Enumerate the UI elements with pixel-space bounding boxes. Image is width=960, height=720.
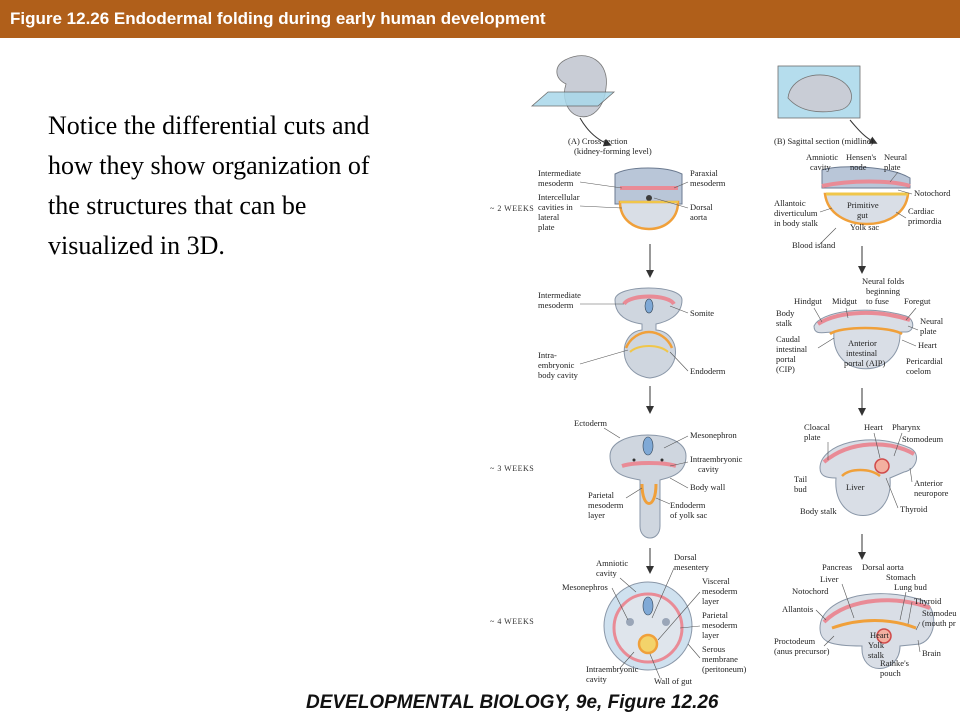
svg-text:Hindgut: Hindgut [794, 296, 823, 306]
cross-section-2-weeks [614, 167, 683, 231]
svg-text:Stomodeum: Stomodeum [902, 434, 943, 444]
svg-text:Dorsal aorta: Dorsal aorta [862, 562, 904, 572]
svg-text:Thyroid: Thyroid [914, 596, 942, 606]
svg-text:Allantois: Allantois [782, 604, 813, 614]
svg-text:Mesonephron: Mesonephron [690, 430, 737, 440]
cross-section-2-weeks-b [614, 287, 683, 379]
svg-text:Notochord: Notochord [914, 188, 951, 198]
svg-text:Blood island: Blood island [792, 240, 836, 250]
svg-text:Body wall: Body wall [690, 482, 726, 492]
cross-section-4-weeks [603, 581, 693, 671]
svg-text:Somite: Somite [690, 308, 714, 318]
panel-b-heading: (B) Sagittal section (midline) [774, 136, 874, 146]
svg-text:Foregut: Foregut [904, 296, 931, 306]
svg-text:Notochord: Notochord [792, 586, 829, 596]
svg-text:Endoderm: Endoderm [690, 366, 726, 376]
svg-text:Ectoderm: Ectoderm [574, 418, 607, 428]
svg-text:Midgut: Midgut [832, 296, 858, 306]
sagittal-section-3d-embryo [777, 65, 878, 144]
svg-text:Mesonephros: Mesonephros [562, 582, 608, 592]
svg-text:Heart: Heart [864, 422, 884, 432]
cross-section-3-weeks [609, 434, 687, 539]
svg-text:Stomodeu(mouth pr: Stomodeu(mouth pr [922, 608, 957, 628]
svg-text:Brain: Brain [922, 648, 942, 658]
svg-text:Stomach: Stomach [886, 572, 916, 582]
svg-text:Wall of gut: Wall of gut [654, 676, 693, 686]
svg-text:Pancreas: Pancreas [822, 562, 852, 572]
svg-text:Pharynx: Pharynx [892, 422, 921, 432]
svg-text:Heart: Heart [870, 630, 890, 640]
notes-text: Notice the differential cuts and how the… [48, 106, 468, 266]
labels-b4: Pancreas Dorsal aorta Liver Stomach Noto… [774, 562, 957, 678]
title-bar: Figure 12.26 Endodermal folding during e… [0, 0, 960, 38]
notes-line: visualized in 3D. [48, 231, 225, 260]
endoderm-folding-figure: (A) Cross section(kidney-forming level) … [490, 55, 957, 686]
svg-text:Lung bud: Lung bud [894, 582, 928, 592]
svg-text:Heart: Heart [918, 340, 938, 350]
notes-line: how they show organization of [48, 151, 370, 180]
b1-yolk-sac: Yolk sac [850, 222, 879, 232]
svg-text:Liver: Liver [820, 574, 839, 584]
slide-title: Figure 12.26 Endodermal folding during e… [10, 9, 546, 28]
panel-a-heading: (A) Cross section(kidney-forming level) [568, 136, 652, 156]
b3-liver-inner: Liver [846, 482, 865, 492]
week-label: ~ 3 WEEKS [490, 464, 534, 473]
cross-section-3d-embryo [530, 55, 616, 147]
notes-line: the structures that can be [48, 191, 307, 220]
sagittal-3-weeks: Liver [819, 439, 918, 516]
week-label: ~ 2 WEEKS [490, 204, 534, 213]
svg-text:Proctodeum(anus precursor): Proctodeum(anus precursor) [774, 636, 830, 656]
week-label: ~ 4 WEEKS [490, 617, 534, 626]
footer-citation: DEVELOPMENTAL BIOLOGY, 9e, Figure 12.26 [306, 692, 719, 713]
notes-line: Notice the differential cuts and [48, 111, 370, 140]
svg-text:Body stalk: Body stalk [800, 506, 837, 516]
svg-text:Thyroid: Thyroid [900, 504, 928, 514]
